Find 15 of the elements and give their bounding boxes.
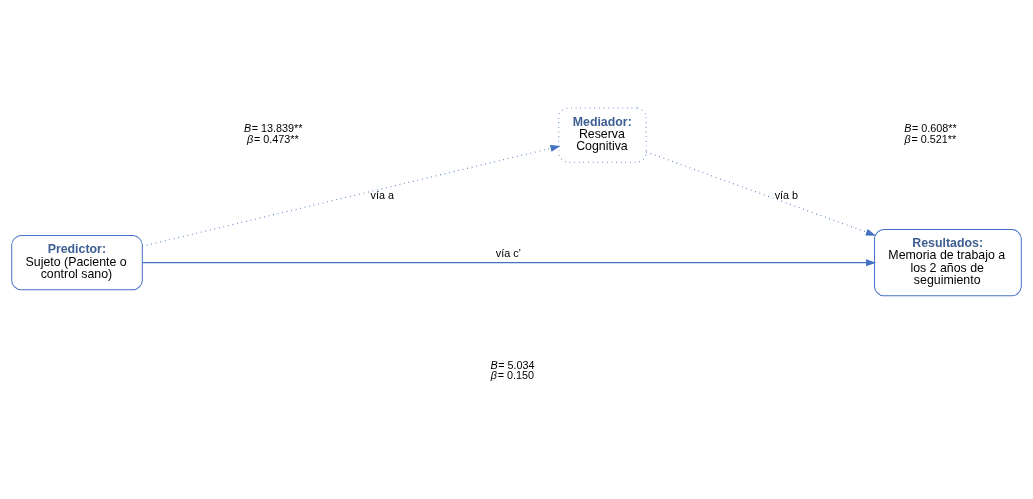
label: B= 13.839** [243,122,303,135]
arrow [141,144,561,247]
label: B= 5.034 [490,358,535,371]
label: β= 0.521** [904,133,957,146]
arrow [141,259,877,267]
node-box: Resultados: Memoria de trabajo a los 2 años de seguimiento [873,228,1022,297]
label: β= 0.150 [490,369,535,382]
node-box: Mediador: Reserva Cognitiva [558,107,647,163]
edge-label: vía c’ [495,247,521,260]
label: β= 0.473** [247,133,299,146]
node-box: Predictor: Sujeto (Paciente o control sano) [11,235,143,291]
arrow [645,151,876,236]
edge-label: vía b [774,188,799,201]
edge-label: vía a [370,188,394,201]
label: B= 0.608** [904,122,957,135]
